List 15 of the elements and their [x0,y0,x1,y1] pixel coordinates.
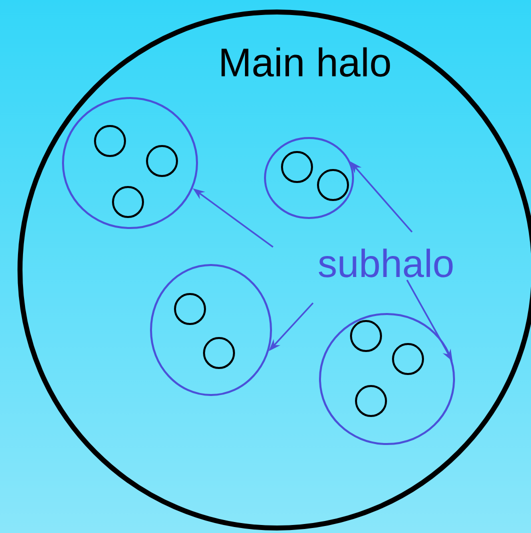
small-circle [350,320,382,352]
small-circle [392,343,424,375]
small-circle [317,169,349,201]
small-circle [112,186,144,218]
small-circle [203,337,235,369]
small-circle [94,125,126,157]
subhalo-circle [150,264,272,396]
small-circle [355,385,387,417]
small-circle [281,151,313,183]
small-circle [146,145,178,177]
small-circle [174,293,206,325]
subhalo-circle [319,313,455,445]
subhalo-label: subhalo [318,248,453,278]
subhalo-circle [62,97,198,229]
subhalo-circle [264,137,354,219]
